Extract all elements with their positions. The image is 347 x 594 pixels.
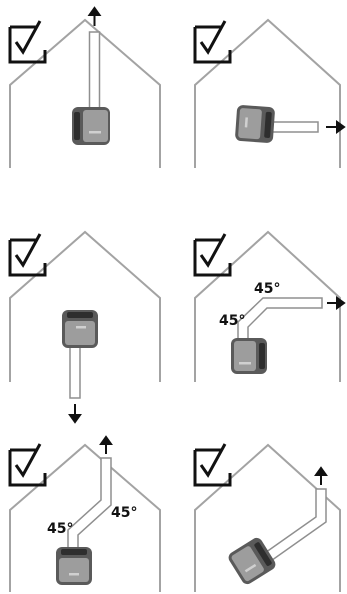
arrow-down-icon [68, 404, 82, 424]
arrow-right-icon [326, 120, 346, 134]
panel-middle-right: 45° 45° [193, 230, 346, 382]
exhaust-duct [260, 488, 327, 565]
panel-bottom-left: 45° 45° [8, 435, 161, 592]
panel-top-left [8, 6, 161, 168]
angle-label-lower: 45° [219, 313, 245, 329]
check-icon [193, 443, 232, 487]
panel-top-right [193, 18, 346, 168]
exhaust-duct [67, 457, 112, 554]
house-outline [194, 230, 341, 382]
exhaust-duct [237, 297, 323, 346]
arrow-up-icon [87, 6, 102, 26]
exhaust-duct [69, 339, 81, 399]
house-outline [9, 230, 161, 382]
ventilation-unit [235, 105, 275, 143]
house-outline [194, 18, 341, 168]
ventilation-unit [62, 310, 98, 348]
arrow-up-icon [99, 435, 113, 454]
check-icon [8, 233, 47, 277]
house-outline [9, 18, 161, 168]
ventilation-unit [72, 107, 110, 145]
arrow-up-icon [314, 466, 328, 485]
arrow-right-icon [327, 296, 346, 310]
exhaust-duct [88, 31, 101, 109]
check-icon [8, 20, 47, 64]
panel-bottom-right [193, 443, 341, 592]
ventilation-unit [231, 338, 267, 374]
ventilation-unit [228, 537, 276, 585]
check-icon [8, 443, 47, 487]
angle-label-right: 45° [111, 505, 137, 521]
panel-middle-left [8, 230, 161, 424]
angle-label-left: 45° [47, 521, 73, 537]
house-outline [9, 443, 161, 592]
angle-label-upper: 45° [254, 281, 280, 297]
check-icon [193, 20, 232, 64]
house-outline [194, 443, 341, 592]
ventilation-unit [56, 547, 92, 585]
check-icon [193, 233, 232, 277]
